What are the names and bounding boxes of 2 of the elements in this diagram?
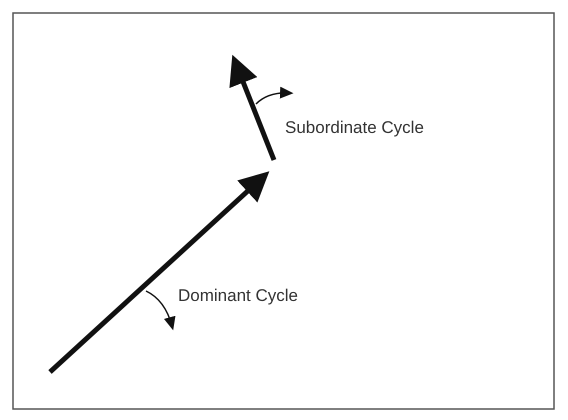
vector-label: Dominant Cycle [178, 286, 298, 306]
vector-label: Subordinate Cycle [285, 118, 424, 138]
